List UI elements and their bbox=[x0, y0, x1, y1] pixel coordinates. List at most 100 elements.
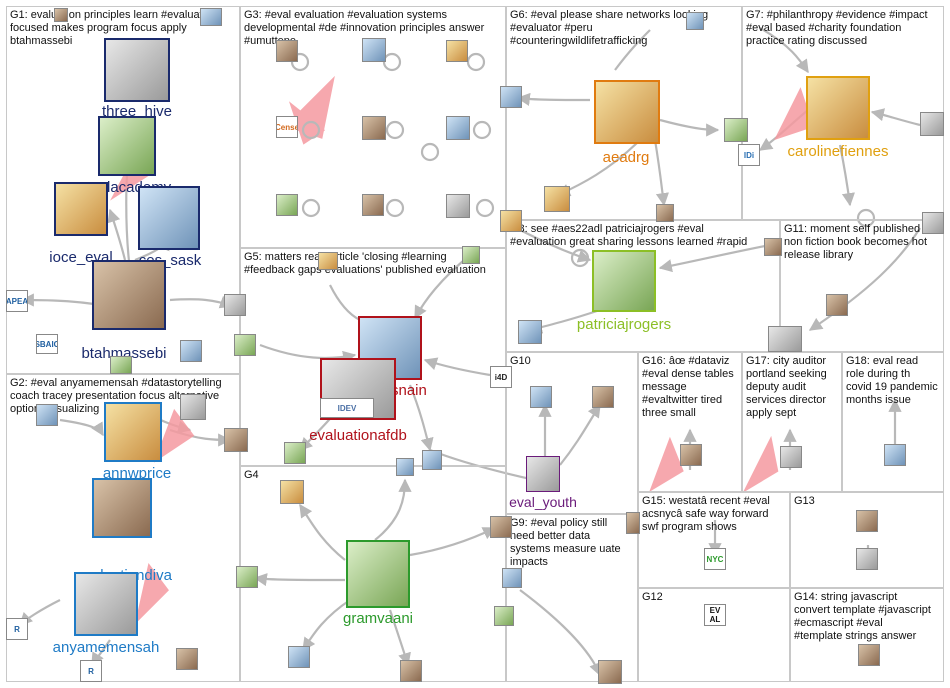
group-label: G4 bbox=[244, 469, 259, 481]
ioce-node[interactable] bbox=[54, 182, 108, 236]
annwprice-label: annwprice bbox=[102, 465, 172, 482]
group-label: G8: see #aes22adl patriciajrogers #eval … bbox=[510, 223, 748, 248]
avatar-node[interactable] bbox=[826, 294, 848, 316]
avatar-node[interactable] bbox=[764, 238, 782, 256]
avatar-node[interactable] bbox=[176, 648, 198, 670]
avatar-node[interactable] bbox=[500, 210, 522, 232]
evalacademy-node[interactable] bbox=[98, 116, 156, 176]
group-label: G18: eval read role during th covid 19 p… bbox=[846, 355, 938, 406]
avatar-node[interactable] bbox=[362, 194, 384, 216]
avatar-node[interactable] bbox=[592, 386, 614, 408]
group-g11 bbox=[780, 220, 944, 352]
avatar-node[interactable] bbox=[920, 112, 944, 136]
patriciajrogers-label: patriciajrogers bbox=[576, 316, 672, 333]
group-g13 bbox=[790, 492, 944, 588]
group-label: G16: âœ #dataviz #eval dense tables mess… bbox=[642, 355, 734, 419]
aeadrg-node[interactable] bbox=[594, 80, 660, 144]
r2-logo-node[interactable]: R bbox=[80, 660, 102, 682]
avatar-node[interactable] bbox=[224, 294, 246, 316]
avatar-node[interactable] bbox=[856, 548, 878, 570]
avatar-node[interactable] bbox=[422, 450, 442, 470]
group-g14 bbox=[790, 588, 944, 682]
avatar-node[interactable] bbox=[284, 442, 306, 464]
avatar-node[interactable] bbox=[494, 606, 514, 626]
eval_youth-node[interactable] bbox=[526, 456, 560, 492]
group-g18 bbox=[842, 352, 944, 492]
nyc-logo-node[interactable]: NYC bbox=[704, 548, 726, 570]
avatar-node[interactable] bbox=[544, 186, 570, 212]
idi-logo-node[interactable]: IDi bbox=[738, 144, 760, 166]
avatar-node[interactable] bbox=[502, 568, 522, 588]
avatar-node[interactable] bbox=[200, 8, 222, 26]
avatar-node[interactable] bbox=[462, 246, 480, 264]
idev-logo-node[interactable]: IDEV bbox=[320, 398, 374, 418]
annwprice-node[interactable] bbox=[104, 402, 162, 462]
avatar-node[interactable] bbox=[362, 38, 386, 62]
group-g15 bbox=[638, 492, 790, 588]
avatar-node[interactable] bbox=[36, 404, 58, 426]
eval-logo-logo-node[interactable]: EV AL bbox=[704, 604, 726, 626]
avatar-node[interactable] bbox=[234, 334, 256, 356]
carolinefiennes-node[interactable] bbox=[806, 76, 870, 140]
avatar-node[interactable] bbox=[236, 566, 258, 588]
avatar-node[interactable] bbox=[446, 40, 468, 62]
avatar-node[interactable] bbox=[318, 252, 338, 270]
avatar-node[interactable] bbox=[856, 510, 878, 532]
avatar-node[interactable] bbox=[362, 116, 386, 140]
patriciajrogers-node[interactable] bbox=[592, 250, 656, 312]
i4d-logo-node[interactable]: i4D bbox=[490, 366, 512, 388]
avatar-node[interactable] bbox=[626, 512, 640, 534]
group-label: G9: #eval policy still need better data … bbox=[510, 517, 621, 568]
apea-logo-node[interactable]: APEA bbox=[6, 290, 28, 312]
threehive-node[interactable] bbox=[104, 38, 170, 102]
avatar-node[interactable] bbox=[680, 444, 702, 466]
avatar-node[interactable] bbox=[180, 340, 202, 362]
group-label: G11: moment self published non fiction b… bbox=[784, 223, 928, 261]
avatar-node[interactable] bbox=[446, 194, 470, 218]
group-label: G10 bbox=[510, 355, 531, 367]
avatar-node[interactable] bbox=[276, 194, 298, 216]
evaluationdiva-node[interactable] bbox=[92, 478, 152, 538]
avatar-node[interactable] bbox=[224, 428, 248, 452]
avatar-node[interactable] bbox=[288, 646, 310, 668]
avatar-node[interactable] bbox=[446, 116, 470, 140]
group-g12 bbox=[638, 588, 790, 682]
avatar-node[interactable] bbox=[54, 8, 68, 22]
avatar-node[interactable] bbox=[686, 12, 704, 30]
sbaic-logo-node[interactable]: SBAIC bbox=[36, 334, 58, 354]
group-g3 bbox=[240, 6, 506, 248]
avatar-node[interactable] bbox=[110, 356, 132, 374]
avatar-node[interactable] bbox=[518, 320, 542, 344]
carolinefiennes-label: carolinefiennes bbox=[787, 143, 889, 160]
avatar-node[interactable] bbox=[768, 326, 802, 352]
avatar-node[interactable] bbox=[656, 204, 674, 222]
avatar-node[interactable] bbox=[858, 644, 880, 666]
aeadrg-label: aeadrg bbox=[602, 149, 650, 166]
cense-logo-node[interactable]: Cense bbox=[276, 116, 298, 138]
ces-node[interactable] bbox=[138, 186, 200, 250]
avatar-node[interactable] bbox=[400, 660, 422, 682]
avatar-node[interactable] bbox=[280, 480, 304, 504]
btahmassebi-node[interactable] bbox=[92, 260, 166, 330]
group-g2 bbox=[6, 374, 240, 682]
anyamemensah-node[interactable] bbox=[74, 572, 138, 636]
avatar-node[interactable] bbox=[922, 212, 944, 234]
avatar-node[interactable] bbox=[396, 458, 414, 476]
r1-logo-node[interactable]: R bbox=[6, 618, 28, 640]
avatar-node[interactable] bbox=[724, 118, 748, 142]
avatar-node[interactable] bbox=[884, 444, 906, 466]
gramvaani-label: gramvaani bbox=[342, 610, 414, 627]
avatar-node[interactable] bbox=[530, 386, 552, 408]
group-g8 bbox=[506, 220, 780, 352]
anyamemensah-label: anyamemensah bbox=[52, 639, 160, 656]
group-g17 bbox=[742, 352, 842, 492]
avatar-node[interactable] bbox=[500, 86, 522, 108]
gramvaani-node[interactable] bbox=[346, 540, 410, 608]
avatar-node[interactable] bbox=[490, 516, 512, 538]
avatar-node[interactable] bbox=[276, 40, 298, 62]
avatar-node[interactable] bbox=[780, 446, 802, 468]
avatar-node[interactable] bbox=[598, 660, 622, 684]
avatar-node[interactable] bbox=[180, 394, 206, 420]
eval_youth-label: eval_youth bbox=[509, 494, 577, 510]
group-label: G3: #eval evaluation #evaluation systems… bbox=[244, 9, 485, 47]
